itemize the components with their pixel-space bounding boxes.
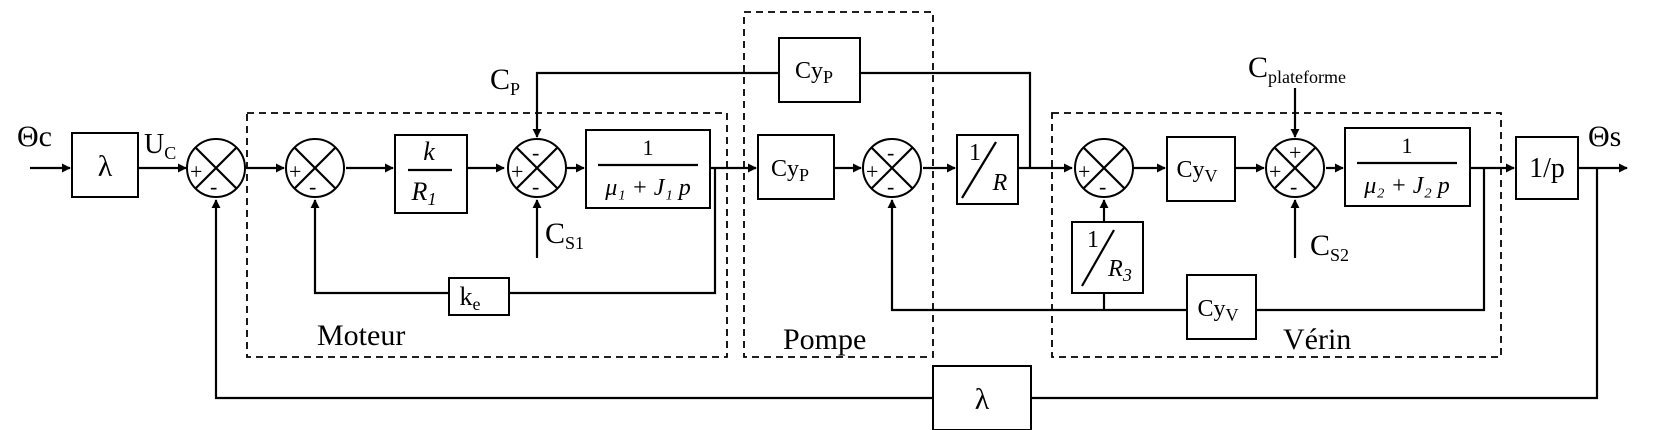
signal-cp: CP: [490, 63, 520, 99]
block-cyv-main: [1166, 136, 1236, 202]
sign-minus: -: [532, 174, 539, 199]
signal-cs1: CS1: [545, 217, 584, 253]
sum-junction-5: + -: [1074, 138, 1134, 199]
k-numerator: k: [423, 137, 435, 166]
inv-r-numerator: 1: [969, 140, 981, 166]
platform-numerator: 1: [1402, 133, 1413, 158]
cyp-top-label: CyP: [795, 58, 833, 87]
motor-denominator: μ₁ + J₁ p: [604, 175, 691, 201]
block-ke: [448, 277, 510, 316]
lambda-feedback-label: λ: [975, 383, 990, 416]
motor-numerator: 1: [643, 135, 654, 160]
sign-minus: -: [532, 140, 539, 165]
group-label-moteur: Moteur: [317, 319, 405, 352]
group-pompe: [743, 11, 934, 358]
sign-plus: +: [1289, 140, 1301, 165]
integrator-label: 1/p: [1529, 153, 1565, 184]
sign-minus: -: [309, 174, 316, 199]
inv-r3-slash: [1081, 229, 1115, 287]
block-inv-r: [956, 134, 1019, 205]
wire-cp-to-sum3: [532, 71, 779, 138]
sum-junction-3: + - -: [507, 138, 567, 199]
block-cyp-top: [778, 37, 861, 103]
block-cyv-feedback: [1186, 274, 1257, 340]
sign-minus: -: [887, 174, 894, 199]
sum-junction-1: + -: [186, 138, 246, 199]
block-lambda-input: [71, 132, 139, 198]
block-motor-dynamics: [585, 129, 711, 209]
block-k-over-r1: [394, 134, 468, 214]
sign-minus: -: [1099, 174, 1106, 199]
block-platform-dynamics: [1344, 127, 1471, 207]
group-moteur: [246, 112, 728, 358]
wire-outer-feedback-a: [1031, 168, 1599, 400]
sum-junction-6: + + -: [1265, 138, 1325, 199]
signal-cs2: CS2: [1310, 229, 1349, 265]
sign-minus: -: [210, 174, 217, 199]
group-label-pompe: Pompe: [783, 323, 866, 356]
wire-ke-feedback-b: [310, 199, 449, 295]
sign-plus: +: [1269, 159, 1281, 184]
cyv-main-label: CyV: [1176, 157, 1217, 186]
sign-plus: +: [1078, 159, 1090, 184]
sign-plus: +: [866, 159, 878, 184]
signal-uc: UC: [144, 129, 176, 163]
k-denominator: R1: [411, 177, 437, 209]
sign-minus: -: [1290, 174, 1297, 199]
lambda-input-label: λ: [98, 150, 113, 183]
signal-theta-s: Θs: [1588, 120, 1621, 153]
wire-cyv-feedback-b: [887, 199, 1187, 312]
inv-r-denominator: R: [992, 170, 1008, 196]
wire-cyv-feedback-a: [1256, 168, 1486, 312]
cyp-middle-label: CyP: [771, 156, 809, 185]
sum-junction-2: + -: [285, 138, 345, 199]
ke-label: ke: [460, 282, 481, 314]
wire-ke-feedback-a: [509, 168, 717, 295]
wire-outer-feedback-b: [211, 199, 933, 400]
group-label-verin: Vérin: [1283, 323, 1351, 356]
inv-r3-denominator: R3: [1107, 256, 1132, 285]
cyv-feedback-label: CyV: [1197, 296, 1238, 325]
wire-cp-tap: [860, 71, 1032, 168]
inv-r-slash: [961, 141, 997, 199]
sum-junction-4: + - -: [862, 138, 922, 199]
platform-denominator: μ₂ + J₂ p: [1363, 173, 1450, 199]
inv-r3-numerator: 1: [1087, 227, 1099, 253]
sign-minus: -: [887, 140, 894, 165]
sign-plus: +: [190, 159, 202, 184]
sign-plus: +: [289, 159, 301, 184]
sign-plus: +: [511, 159, 523, 184]
block-lambda-feedback: [932, 365, 1032, 430]
signal-c-plateforme: Cplateforme: [1248, 51, 1346, 87]
group-verin: [1051, 112, 1502, 358]
signal-theta-c: Θc: [17, 120, 52, 153]
block-cyp-middle: [757, 134, 835, 200]
block-integrator: [1515, 136, 1579, 200]
